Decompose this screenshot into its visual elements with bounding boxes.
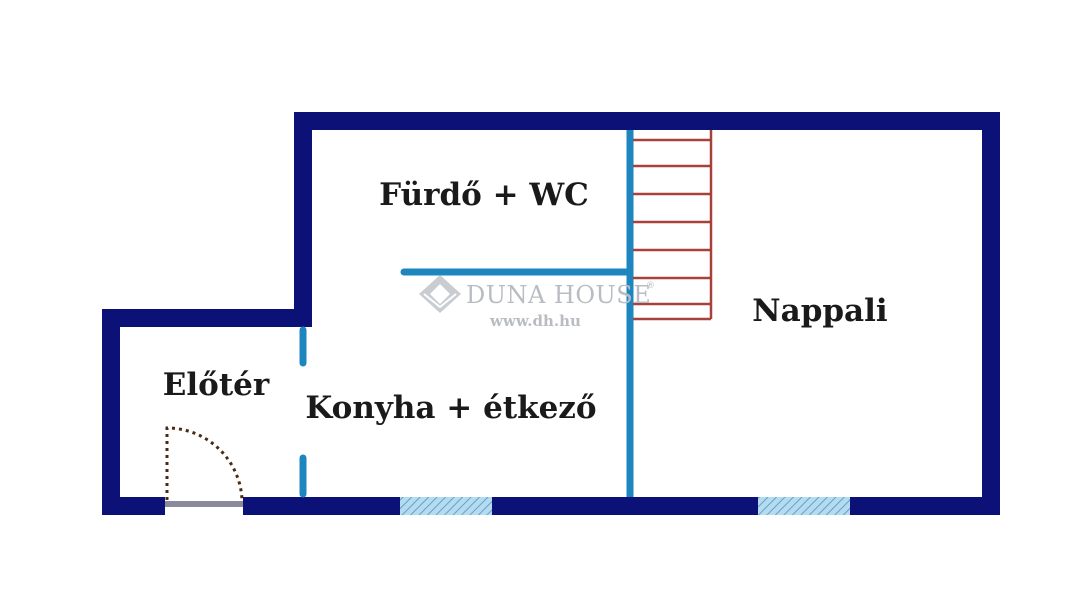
room-label-living-room: Nappali [752,293,887,329]
watermark-registered: ® [646,281,655,291]
window-icon [758,497,850,515]
staircase-icon [633,130,713,321]
outer-wall [102,112,1000,515]
watermark: DUNA HOUSE ® www.dh.hu [419,275,655,330]
room-label-kitchen: Konyha + étkező [305,390,596,426]
watermark-brand: DUNA HOUSE [466,281,651,309]
room-label-bathroom: Fürdő + WC [379,177,589,213]
diamond-logo-icon [419,275,461,313]
room-label-hallway: Előtér [163,367,270,403]
door-swing-icon [165,426,244,501]
door-panel [165,501,243,507]
window-icon [400,497,492,515]
watermark-url: www.dh.hu [489,312,581,330]
